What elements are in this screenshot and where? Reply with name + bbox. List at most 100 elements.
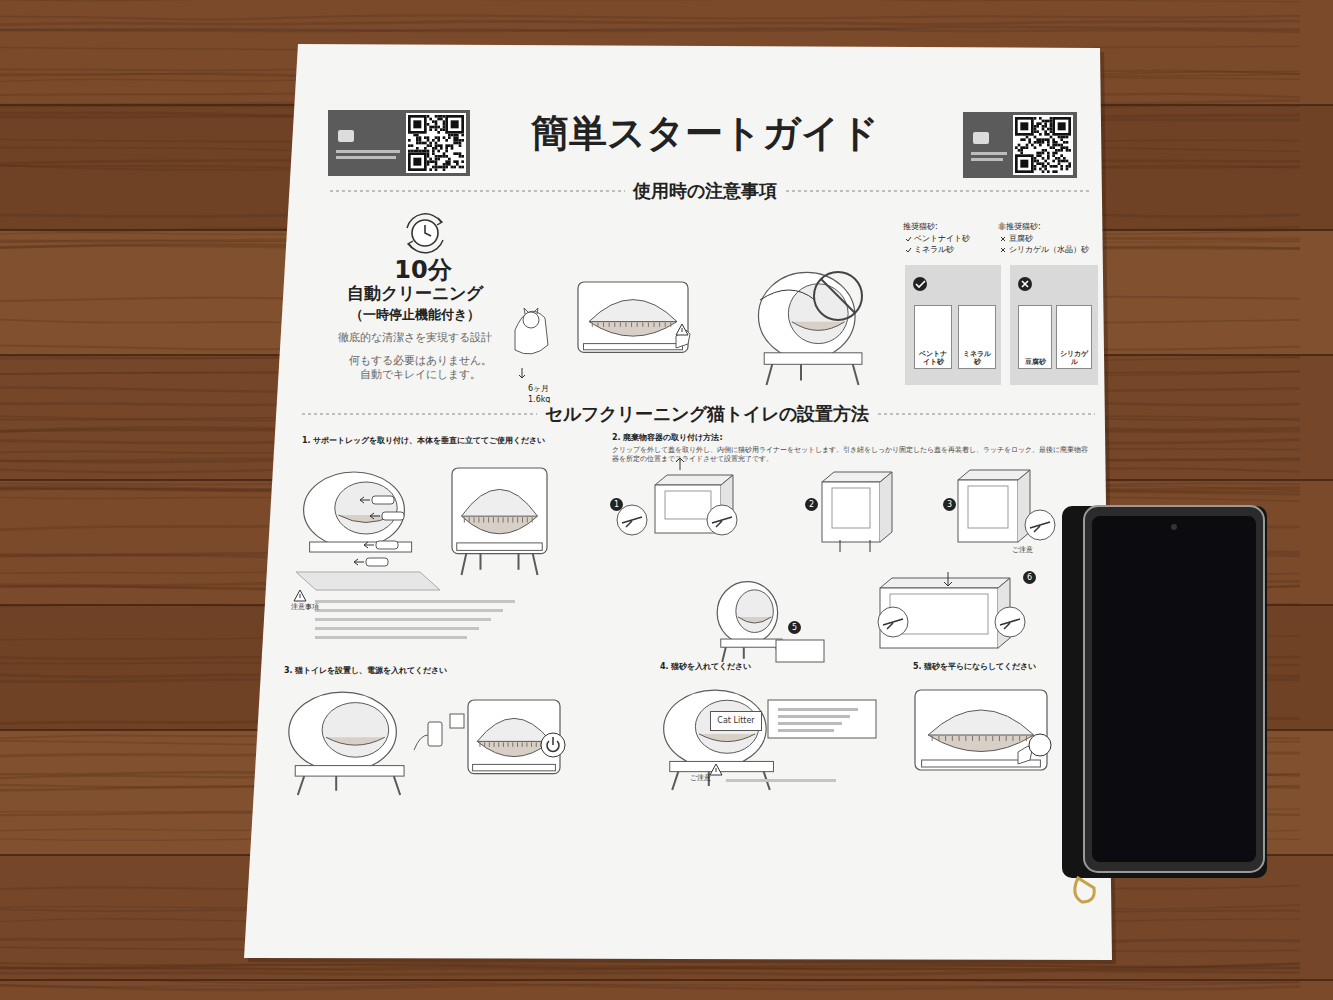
cat-paw-line xyxy=(760,290,815,300)
qr-cell xyxy=(1047,128,1050,131)
qr-cell xyxy=(416,139,419,142)
qr-cell xyxy=(432,152,435,155)
bowl-stripe xyxy=(986,736,987,741)
qr-cell xyxy=(429,118,432,121)
callout-number: 6 xyxy=(1023,571,1036,584)
qr-cell xyxy=(1026,144,1029,147)
fine-print xyxy=(778,729,834,732)
bowl-stripe xyxy=(503,742,504,747)
qr-cell xyxy=(445,144,448,147)
qr-cell xyxy=(1060,138,1063,141)
qr-cell xyxy=(1060,160,1063,163)
qr-cell xyxy=(453,166,456,169)
qr-cell xyxy=(1044,122,1047,125)
qr-cell xyxy=(1036,138,1039,141)
qr-cell xyxy=(424,142,427,145)
qr-cell xyxy=(411,150,414,153)
bowl-stripe xyxy=(512,517,513,522)
qr-cell xyxy=(456,139,459,142)
clock-face xyxy=(412,220,438,246)
qr-cell xyxy=(1042,138,1045,141)
label-text: クリップを外して蓋を取り外し、内側に猫砂用ライナーをセットします。引き紐をしっか… xyxy=(612,446,1092,464)
callout-number: 5 xyxy=(788,621,801,634)
housing xyxy=(304,472,405,548)
qr-cell xyxy=(451,134,454,137)
label-text: （一時停止機能付き） xyxy=(350,307,480,323)
qr-finder xyxy=(1016,156,1032,172)
qr-cell xyxy=(1039,117,1042,120)
bowl-stripe xyxy=(469,517,470,522)
bowl-stripe xyxy=(512,742,513,747)
qr-finder xyxy=(408,152,427,171)
qr-cell xyxy=(459,166,462,169)
qr-finder xyxy=(413,158,421,166)
litter-bowl xyxy=(738,617,771,623)
entrance xyxy=(788,284,848,344)
warning-mark xyxy=(682,328,683,332)
qr-cell xyxy=(440,128,443,131)
qr-cell xyxy=(456,152,459,155)
qr-cell xyxy=(1060,144,1063,147)
qr-cell xyxy=(1044,120,1047,123)
callout-number: 2 xyxy=(805,498,818,511)
qr-finder xyxy=(409,154,425,170)
qr-cell xyxy=(1050,165,1053,168)
qr-cell xyxy=(1042,165,1045,168)
qr-cell xyxy=(459,152,462,155)
qr-cell xyxy=(1055,170,1058,173)
qr-cell xyxy=(1034,157,1037,160)
qr-ground xyxy=(1013,115,1073,175)
label-text: 5. 猫砂を平らにならしてください xyxy=(913,662,1036,672)
qr-cell xyxy=(1039,154,1042,157)
qr-cell xyxy=(1026,136,1029,139)
housing xyxy=(915,690,1047,770)
qr-cell xyxy=(443,152,446,155)
qr-cell xyxy=(413,134,416,137)
warning-mark xyxy=(300,594,301,598)
qr-box xyxy=(328,110,470,176)
entrance xyxy=(335,482,397,534)
housing xyxy=(717,582,777,644)
qr-cell xyxy=(416,134,419,137)
qr-cell xyxy=(1042,128,1045,131)
callout-number: 3 xyxy=(943,498,956,511)
qr-cell xyxy=(437,155,440,158)
container-liner xyxy=(665,491,711,519)
bowl-stripe xyxy=(488,517,489,522)
bowl-stripe xyxy=(536,742,537,747)
bowl-stripe xyxy=(620,322,621,326)
bowl-stripe xyxy=(952,736,953,741)
qr-cell xyxy=(461,160,464,163)
qr-cell xyxy=(1039,141,1042,144)
litter-bowl xyxy=(699,734,755,742)
qr-cell xyxy=(435,128,438,131)
qr-cell xyxy=(1063,157,1066,160)
qr-cell xyxy=(1042,125,1045,128)
fine-print xyxy=(778,722,842,725)
label-text: ミネラル砂 xyxy=(914,245,954,254)
base xyxy=(295,766,404,777)
qr-cell xyxy=(1055,141,1058,144)
check-mark xyxy=(916,281,925,287)
qr-cell xyxy=(443,123,446,126)
label-text: シリカゲル（水晶）砂 xyxy=(1009,245,1089,254)
warning-icon xyxy=(710,764,722,775)
power-cord xyxy=(414,735,428,750)
detail-circle xyxy=(878,607,908,637)
qr-cell xyxy=(1052,160,1055,163)
phone-case xyxy=(1062,506,1267,878)
dome xyxy=(589,300,677,322)
qr-cell xyxy=(429,142,432,145)
qr-cell xyxy=(440,155,443,158)
housing xyxy=(289,692,397,772)
bowl-stripe xyxy=(932,736,933,741)
qr-cell xyxy=(461,134,464,137)
qr-cell xyxy=(1044,125,1047,128)
detail-circle xyxy=(995,607,1025,637)
qr-cell xyxy=(432,147,435,150)
clip-detail xyxy=(622,517,642,527)
qr-cell xyxy=(448,160,451,163)
qr-cell xyxy=(1052,138,1055,141)
qr-cell xyxy=(427,139,430,142)
qr-cell xyxy=(411,144,414,147)
